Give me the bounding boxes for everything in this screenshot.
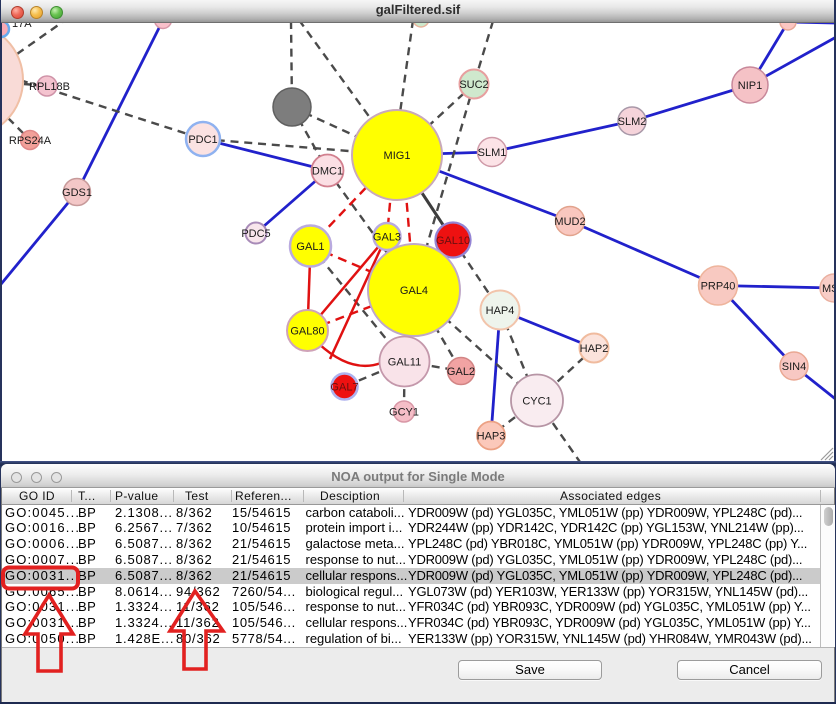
svg-text:RPS24A: RPS24A: [9, 135, 52, 147]
svg-text:PDC5: PDC5: [241, 228, 270, 240]
svg-text:GAL7: GAL7: [330, 382, 358, 394]
svg-text:HAP2: HAP2: [580, 343, 609, 355]
svg-text:MIG1: MIG1: [384, 150, 411, 162]
svg-text:GAL1: GAL1: [296, 241, 324, 253]
svg-text:GAL3: GAL3: [373, 232, 401, 244]
svg-text:17A: 17A: [12, 22, 32, 30]
svg-text:GAL2: GAL2: [447, 366, 475, 378]
svg-text:PRP40: PRP40: [701, 281, 736, 293]
svg-text:SIN4: SIN4: [782, 361, 806, 373]
svg-text:GAL10: GAL10: [436, 235, 470, 247]
svg-text:GAL4: GAL4: [400, 285, 428, 297]
svg-text:NIP1: NIP1: [738, 80, 762, 92]
svg-text:RPL18B: RPL18B: [29, 81, 70, 93]
svg-text:HAP4: HAP4: [486, 305, 515, 317]
svg-text:MSI: MSI: [822, 283, 834, 295]
svg-text:DMC1: DMC1: [312, 166, 343, 178]
svg-text:GAL80: GAL80: [290, 326, 324, 338]
svg-text:SUC2: SUC2: [459, 79, 488, 91]
svg-text:SLM2: SLM2: [618, 116, 647, 128]
svg-text:PDC1: PDC1: [188, 134, 217, 146]
svg-text:GDS1: GDS1: [62, 187, 92, 199]
svg-text:MUD2: MUD2: [554, 216, 585, 228]
svg-text:SLM1: SLM1: [478, 147, 507, 159]
svg-text:CYC1: CYC1: [522, 396, 551, 408]
svg-text:GAL11: GAL11: [388, 357, 421, 369]
svg-text:HAP3: HAP3: [477, 431, 506, 443]
svg-text:GCY1: GCY1: [389, 407, 419, 419]
